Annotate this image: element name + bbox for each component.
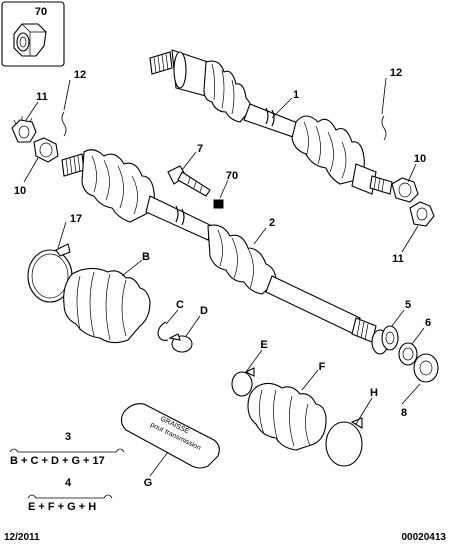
kit-formula-3: 3 B + C + D + G + 17: [9, 431, 125, 467]
part-7-bolt: [167, 165, 211, 197]
label-C: C: [176, 299, 184, 311]
label-10-right: 10: [414, 153, 426, 165]
formula-3-number: 3: [65, 431, 71, 443]
label-70-inset: 70: [35, 6, 47, 18]
formula-3-parts: B + C + D + G + 17: [10, 455, 105, 467]
part-labels: 12 12 1 11 10 7 70 10 11 17 2 B C D 5 6 …: [14, 67, 431, 489]
break-symbol-left: [61, 111, 67, 137]
driveshaft-1: [149, 49, 393, 195]
part-70-small: [213, 199, 224, 209]
label-12-right: 12: [390, 67, 402, 79]
label-10-left: 10: [14, 185, 26, 197]
part-5-bearing: [371, 325, 399, 355]
part-10-right: [391, 177, 419, 203]
part-B-boot: [63, 267, 151, 344]
formula-4-parts: E + F + G + H: [28, 501, 96, 513]
label-7: 7: [197, 143, 203, 155]
part-G-grease-bag: GRAISSE pour transmission: [120, 403, 220, 469]
label-6: 6: [425, 317, 431, 329]
part-C-circlip: [157, 321, 169, 341]
driveshaft-2: [61, 149, 377, 343]
part-8-ring: [413, 353, 439, 383]
kit-formula-4: 4 E + F + G + H: [27, 477, 113, 513]
part-70-inset: 70: [1, 1, 65, 67]
label-2: 2: [269, 217, 275, 229]
label-D: D: [200, 305, 208, 317]
label-12-left: 12: [74, 69, 86, 81]
part-10-left: [33, 137, 59, 163]
part-E-clamp: [231, 367, 255, 397]
label-17: 17: [70, 213, 82, 225]
footer-date: 12/2011: [4, 532, 40, 543]
label-1: 1: [293, 89, 299, 101]
part-H-clamp: [325, 417, 363, 467]
label-H: H: [370, 387, 378, 399]
label-G: G: [144, 477, 153, 489]
label-11-right: 11: [392, 253, 404, 265]
formula-4-number: 4: [65, 477, 72, 489]
part-F-boot: [247, 382, 327, 451]
part-D-clamp: [168, 333, 193, 353]
part-17-clamp: [27, 243, 73, 303]
footer-reference: 00020413: [402, 532, 447, 543]
part-6-seal: [398, 342, 418, 366]
break-symbol-right: [381, 115, 387, 141]
part-11-right: [409, 201, 435, 227]
part-11-left: [11, 116, 37, 143]
label-F: F: [319, 361, 326, 373]
label-11-left: 11: [36, 91, 48, 103]
leader-lines: [23, 77, 425, 477]
label-8: 8: [401, 407, 407, 419]
label-B: B: [142, 251, 150, 263]
footer: 12/2011 00020413: [4, 532, 446, 543]
label-5: 5: [405, 299, 411, 311]
label-70-mid: 70: [226, 170, 238, 182]
label-E: E: [260, 339, 267, 351]
